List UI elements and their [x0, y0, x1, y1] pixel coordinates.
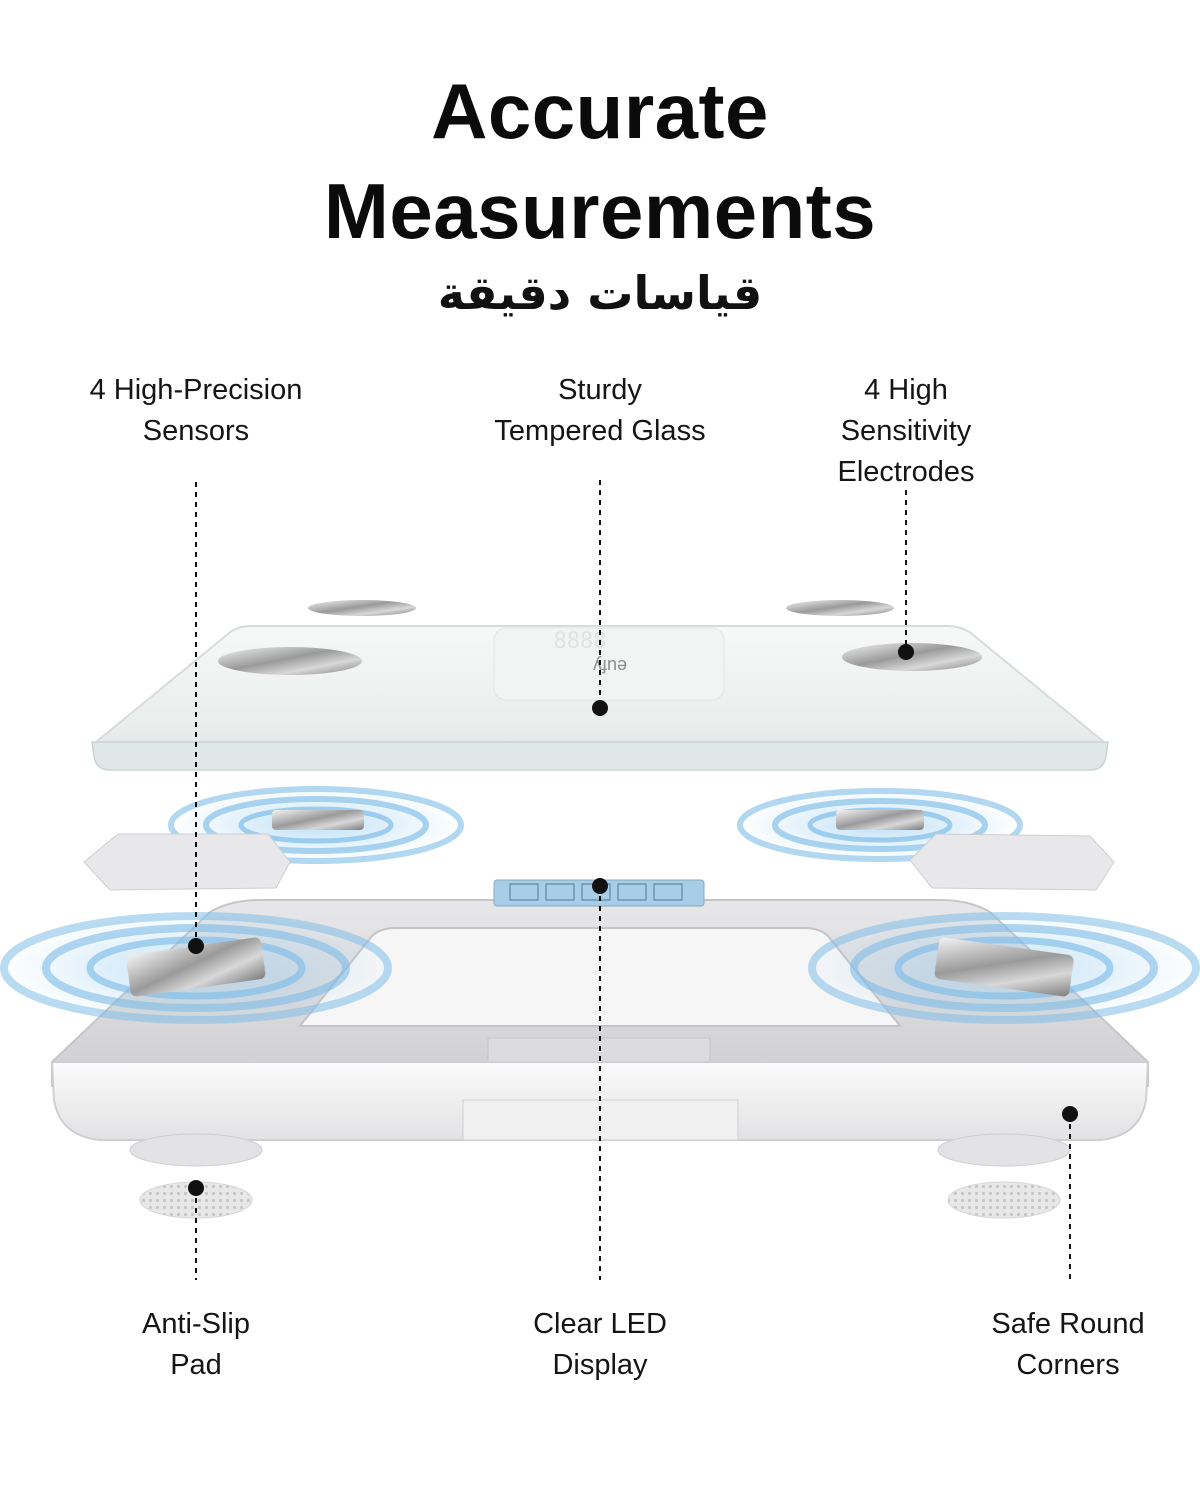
- callout-corners-line-1: Safe Round: [991, 1308, 1145, 1340]
- callout-anti-slip-line-2: Pad: [170, 1349, 222, 1381]
- marker-dot-anti-slip: [188, 1180, 204, 1196]
- upper-sensors: [83, 786, 1115, 891]
- sensor-glow-lower-left: [0, 912, 392, 1024]
- electrode-front-left: [218, 647, 362, 675]
- marker-dot-sensors: [188, 938, 204, 954]
- foot-front-left: [129, 1133, 263, 1167]
- marker-dot-corners: [1062, 1106, 1078, 1122]
- brand-logo: eufy: [593, 656, 627, 676]
- callout-led: Clear LED Display: [470, 1304, 730, 1386]
- callout-led-line-2: Display: [552, 1349, 648, 1381]
- callout-electrodes-line-1: 4 High: [864, 374, 948, 406]
- callout-electrodes-line-2: Sensitivity: [840, 415, 972, 447]
- callout-sensors-line-1: 4 High-Precision: [89, 374, 303, 406]
- callout-glass-line-1: Sturdy: [558, 374, 642, 406]
- callout-glass-line-2: Tempered Glass: [494, 415, 706, 447]
- title-line-1: Accurate: [431, 67, 769, 155]
- corner-cap-right: [909, 833, 1115, 891]
- callout-sensors: 4 High-Precision Sensors: [46, 370, 346, 452]
- callout-anti-slip: Anti-Slip Pad: [76, 1304, 316, 1386]
- sensor-glow-lower-right: [808, 912, 1200, 1024]
- display-window: [493, 627, 725, 701]
- callout-sensors-line-2: Sensors: [142, 415, 250, 447]
- lower-sensors: [0, 912, 1200, 1024]
- title-line-2: Measurements: [323, 167, 877, 255]
- electrode-rear-right: [786, 600, 894, 616]
- marker-dot-glass: [592, 700, 608, 716]
- marker-dot-electrodes: [898, 644, 914, 660]
- title-arabic: قياسات دقيقة: [437, 266, 763, 320]
- callout-corners-line-2: Corners: [1016, 1349, 1120, 1381]
- callout-glass: Sturdy Tempered Glass: [440, 370, 760, 452]
- callout-electrodes: 4 High Sensitivity Electrodes: [786, 370, 1026, 493]
- anti-slip-pad-right: [947, 1181, 1061, 1219]
- electrode-rear-left: [308, 600, 416, 616]
- corner-cap-left: [83, 833, 291, 891]
- callout-anti-slip-line-1: Anti-Slip: [142, 1308, 250, 1340]
- callout-corners: Safe Round Corners: [940, 1304, 1196, 1386]
- foot-front-right: [937, 1133, 1071, 1167]
- glass-display-digits: 8888: [554, 629, 607, 654]
- marker-dot-led: [592, 878, 608, 894]
- callout-led-line-1: Clear LED: [533, 1308, 667, 1340]
- callout-electrodes-line-3: Electrodes: [837, 456, 975, 488]
